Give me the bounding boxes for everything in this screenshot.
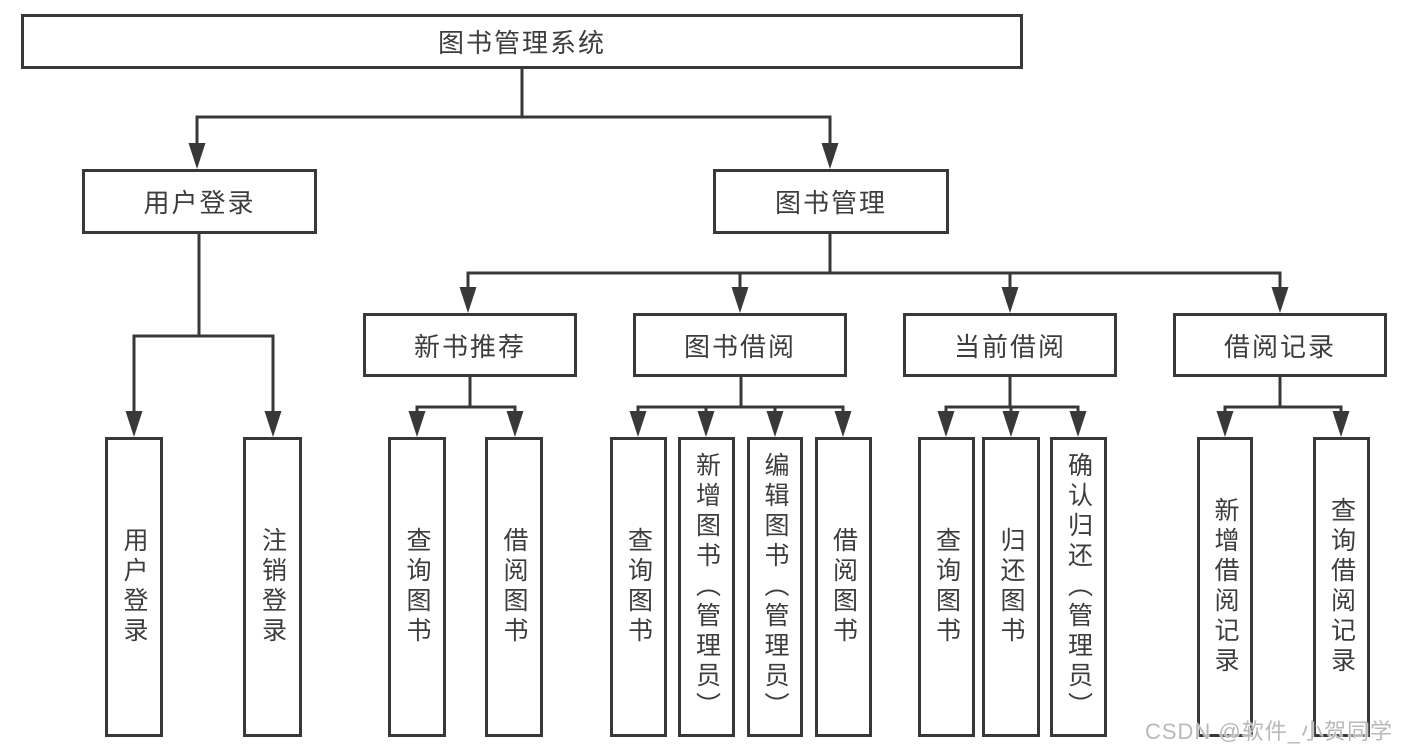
leaf-query-books-borrow: 查询图书 [610, 437, 667, 737]
leaf-add-books-admin: 新增图书（管理员） [678, 437, 735, 737]
leaf-return-books: 归还图书 [982, 437, 1040, 737]
node-current-borrow: 当前借阅 [903, 313, 1117, 377]
leaf-user-login: 用户登录 [105, 437, 163, 737]
node-new-book-recommend: 新书推荐 [363, 313, 577, 377]
leaf-confirm-return-admin: 确认归还（管理员） [1050, 437, 1107, 737]
leaf-query-borrow-record: 查询借阅记录 [1313, 437, 1370, 737]
leaf-logout-login: 注销登录 [243, 437, 302, 737]
leaf-borrow-books-newbook: 借阅图书 [485, 437, 543, 737]
node-user-login: 用户登录 [82, 169, 317, 234]
leaf-query-books-newbook: 查询图书 [388, 437, 446, 737]
leaf-borrow-books-borrow: 借阅图书 [815, 437, 872, 737]
leaf-add-borrow-record: 新增借阅记录 [1197, 437, 1253, 737]
node-borrow-records: 借阅记录 [1173, 313, 1387, 377]
leaf-query-books-current: 查询图书 [918, 437, 975, 737]
node-root: 图书管理系统 [21, 14, 1023, 69]
node-book-management: 图书管理 [713, 169, 949, 234]
leaf-edit-books-admin: 编辑图书（管理员） [747, 437, 803, 737]
node-book-borrow: 图书借阅 [633, 313, 847, 377]
watermark: CSDN @软件_小贺同学 [1144, 719, 1393, 744]
